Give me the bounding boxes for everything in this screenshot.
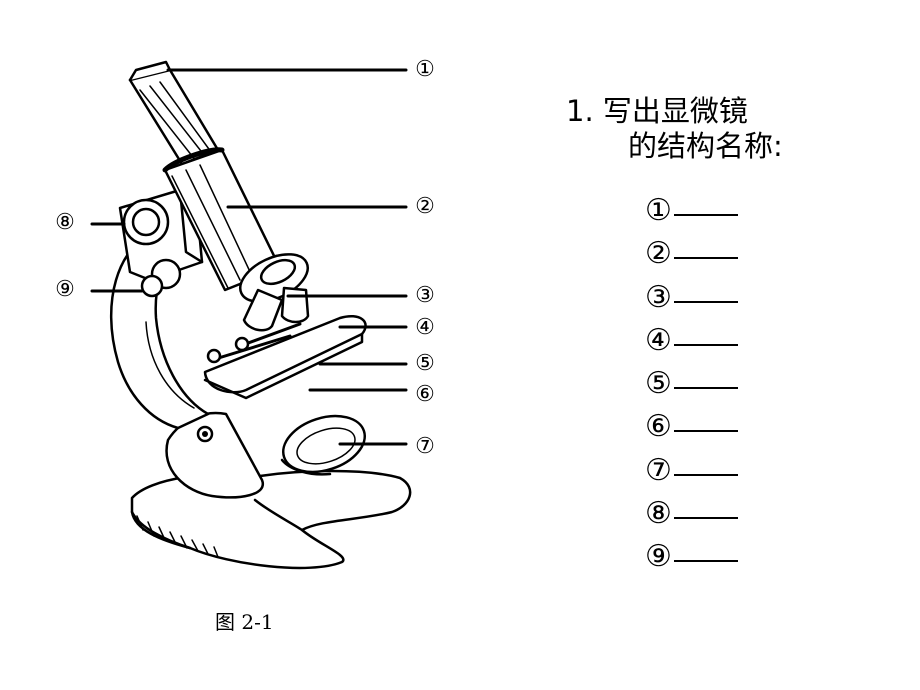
answer-number: ⑦ xyxy=(645,452,672,488)
callout-9: ⑨ xyxy=(55,277,75,302)
microscope-stage xyxy=(203,315,367,400)
coarse-focus-knob xyxy=(122,198,170,246)
answer-blank[interactable] xyxy=(673,517,738,520)
reflector-mirror xyxy=(280,414,366,476)
microscope-diagram xyxy=(90,60,412,570)
answer-number: ⑨ xyxy=(645,539,672,575)
answer-blank[interactable] xyxy=(673,343,738,346)
leader-lines xyxy=(90,68,408,446)
callout-5: ⑤ xyxy=(415,351,435,376)
fine-focus-knob xyxy=(140,258,182,298)
callout-4: ④ xyxy=(415,315,435,340)
answer-item-9: ⑨ xyxy=(645,535,738,578)
answer-blank[interactable] xyxy=(673,300,738,303)
answer-item-1: ① xyxy=(645,189,738,232)
answer-item-5: ⑤ xyxy=(645,362,738,405)
question-prompt: 1. 写出显微镜 的结构名称: xyxy=(566,94,783,164)
answer-item-8: ⑧ xyxy=(645,492,738,535)
answer-number: ② xyxy=(645,236,672,272)
microscope-arm xyxy=(110,233,210,430)
callout-7: ⑦ xyxy=(415,434,435,459)
answer-list: ① ② ③ ④ ⑤ ⑥ ⑦ ⑧ ⑨ xyxy=(645,189,738,579)
answer-item-2: ② xyxy=(645,232,738,275)
figure-caption: 图 2-1 xyxy=(215,610,274,634)
answer-item-4: ④ xyxy=(645,319,738,362)
callout-1: ① xyxy=(415,57,435,82)
eyepiece-tube xyxy=(128,60,282,292)
answer-item-3: ③ xyxy=(645,276,738,319)
answer-blank[interactable] xyxy=(673,473,738,476)
callout-2: ② xyxy=(415,194,435,219)
answer-number: ⑧ xyxy=(645,496,672,532)
answer-blank[interactable] xyxy=(673,560,738,563)
answer-blank[interactable] xyxy=(673,214,738,216)
answer-blank[interactable] xyxy=(673,430,738,433)
answer-blank[interactable] xyxy=(673,257,738,260)
answer-item-6: ⑥ xyxy=(645,405,738,448)
question-line-2: 的结构名称: xyxy=(628,128,783,163)
answer-number: ⑥ xyxy=(645,409,672,445)
question-line-1: 1. 写出显微镜 xyxy=(566,94,748,128)
answer-number: ③ xyxy=(645,279,672,315)
microscope-base xyxy=(130,469,412,570)
objective-turret xyxy=(239,253,310,332)
callout-6: ⑥ xyxy=(415,382,435,407)
answer-number: ① xyxy=(645,193,672,228)
answer-number: ⑤ xyxy=(645,366,672,402)
callout-3: ③ xyxy=(415,283,435,308)
answer-blank[interactable] xyxy=(673,387,738,390)
answer-item-7: ⑦ xyxy=(645,449,738,492)
callout-8: ⑧ xyxy=(55,210,75,235)
answer-number: ④ xyxy=(645,322,672,358)
